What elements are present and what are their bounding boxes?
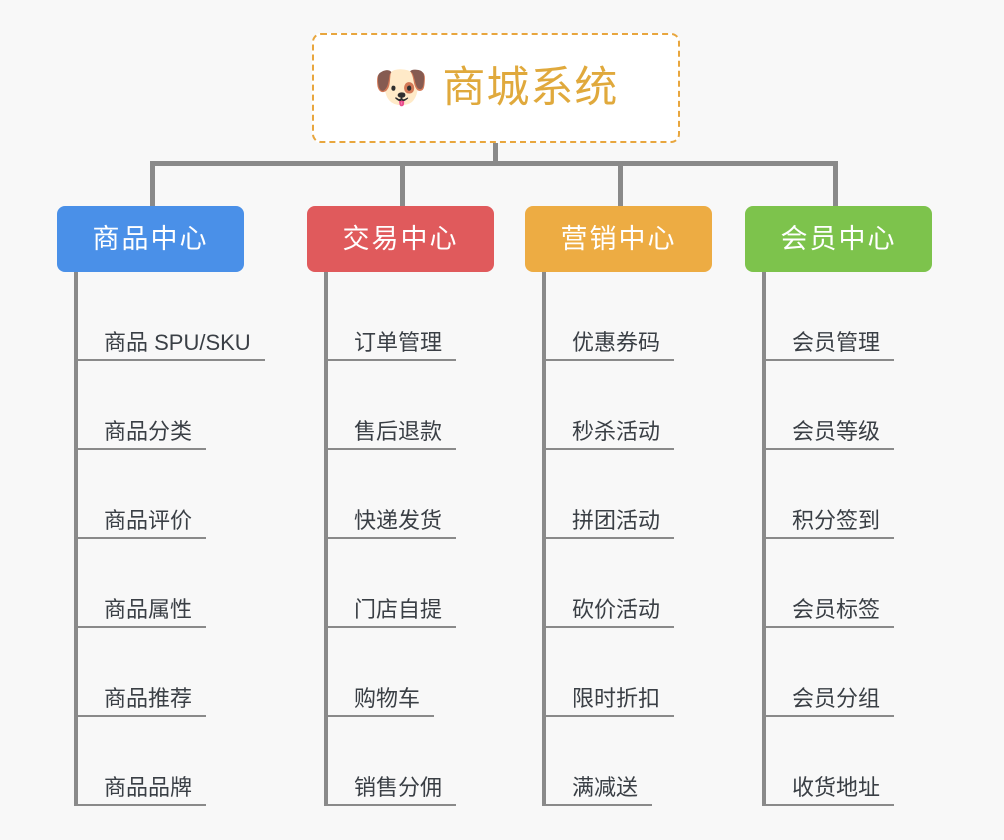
leaf-label: 商品评价	[104, 507, 193, 533]
leaf-label: 秒杀活动	[572, 418, 661, 444]
column-product-center: 商品中心 商品 SPU/SKU 商品分类 商品评价 商品属性 商品推荐 商品品牌	[57, 206, 265, 806]
category-box-trade-center[interactable]: 交易中心	[307, 206, 494, 272]
leaf-label: 门店自提	[354, 596, 443, 622]
leaf-label: 会员管理	[792, 329, 881, 355]
leaf-label: 订单管理	[354, 329, 443, 355]
leaf-label: 商品品牌	[104, 774, 193, 800]
leaf-label: 拼团活动	[572, 507, 661, 533]
category-label: 商品中心	[92, 223, 209, 254]
category-label: 营销中心	[560, 223, 677, 254]
branch-drop-connector-4	[833, 161, 838, 208]
column-trade-center: 交易中心 订单管理 售后退款 快递发货 门店自提 购物车 销售分佣	[307, 206, 494, 806]
column-marketing-center: 营销中心 优惠券码 秒杀活动 拼团活动 砍价活动 限时折扣 满减送	[525, 206, 712, 806]
column-member-center: 会员中心 会员管理 会员等级 积分签到 会员标签 会员分组 收货地址	[745, 206, 932, 806]
branch-drop-connector-3	[618, 161, 623, 208]
dog-face-icon: 🐶	[373, 62, 429, 113]
leaf-label: 收货地址	[792, 774, 881, 800]
leaf-label: 满减送	[572, 774, 639, 800]
leaf-label: 售后退款	[354, 418, 443, 444]
leaf-label: 商品推荐	[104, 685, 193, 711]
category-box-product-center[interactable]: 商品中心	[57, 206, 244, 272]
leaf-label: 积分签到	[792, 507, 881, 533]
leaf-label: 砍价活动	[572, 596, 661, 622]
leaf-label: 商品 SPU/SKU	[104, 329, 251, 355]
category-label: 会员中心	[780, 223, 897, 254]
root-node[interactable]: 🐶 商城系统	[312, 33, 680, 143]
leaf-label: 快递发货	[354, 507, 443, 533]
column-spine	[762, 272, 766, 806]
trunk-vertical-connector	[493, 143, 498, 166]
leaf-label: 购物车	[354, 685, 421, 711]
leaf-label: 商品属性	[104, 596, 193, 622]
column-spine	[324, 272, 328, 806]
branch-drop-connector-2	[400, 161, 405, 208]
leaf-label: 销售分佣	[354, 774, 443, 800]
branch-drop-connector-1	[150, 161, 155, 208]
root-title: 商城系统	[442, 63, 619, 112]
leaf-label: 会员标签	[792, 596, 881, 622]
category-box-member-center[interactable]: 会员中心	[745, 206, 932, 272]
leaf-label: 优惠券码	[572, 329, 661, 355]
leaf-label: 限时折扣	[572, 685, 661, 711]
leaf-label: 会员分组	[792, 685, 881, 711]
leaf-label: 会员等级	[792, 418, 881, 444]
leaf-label: 商品分类	[104, 418, 193, 444]
category-box-marketing-center[interactable]: 营销中心	[525, 206, 712, 272]
trunk-horizontal-connector	[150, 161, 838, 166]
category-label: 交易中心	[342, 223, 459, 254]
column-spine	[74, 272, 78, 806]
column-spine	[542, 272, 546, 806]
